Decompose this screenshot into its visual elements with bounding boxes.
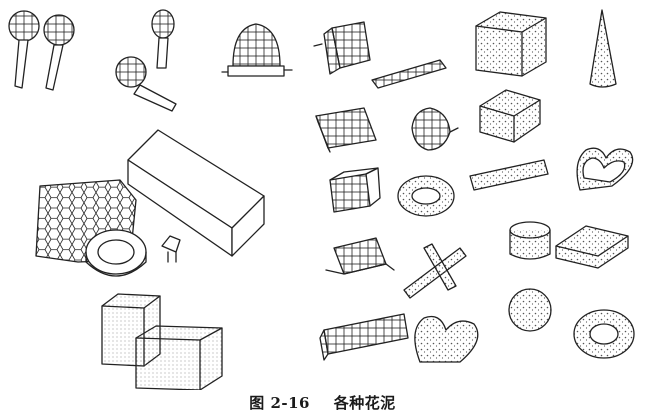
pin-holder-icon <box>161 235 181 263</box>
figure-title: 各种花泥 <box>333 394 396 412</box>
foam-brick-dotted-icon <box>479 89 541 143</box>
foam-cone-icon <box>589 9 617 88</box>
foam-sphere-icon <box>508 288 552 332</box>
foam-heart-icon <box>576 147 634 191</box>
foam-ring-icon <box>85 229 147 277</box>
foam-blocks-pair-icon <box>101 293 223 390</box>
foam-block-icon <box>475 11 547 77</box>
foam-donut-icon <box>397 175 455 217</box>
foam-cylinder-icon <box>509 221 551 260</box>
cage-cube-icon <box>329 167 381 213</box>
figure-number: 图 2-16 <box>249 394 310 412</box>
cage-half-sphere-icon <box>411 107 459 151</box>
cage-foam-icon <box>221 23 293 77</box>
cage-block-large-icon <box>315 107 377 153</box>
foam-heart-large-icon <box>414 315 479 363</box>
figure-caption: 图 2-16 各种花泥 <box>0 392 645 414</box>
foam-bar-icon <box>371 59 447 89</box>
foam-holder-angled-icon <box>115 56 177 112</box>
foam-cross-icon <box>403 243 467 299</box>
white-foam-brick-icon <box>127 129 265 257</box>
cage-long-block-icon <box>319 313 409 361</box>
foam-stick-icon <box>469 159 549 191</box>
foam-holder-stick-icon <box>151 9 175 69</box>
cage-block-icon <box>313 21 371 75</box>
illustration-canvas <box>8 9 635 390</box>
cage-tray-icon <box>325 237 395 275</box>
foam-slab-icon <box>555 225 629 269</box>
foam-wreath-icon <box>573 309 635 359</box>
round-foam-holder-icon <box>8 10 75 91</box>
